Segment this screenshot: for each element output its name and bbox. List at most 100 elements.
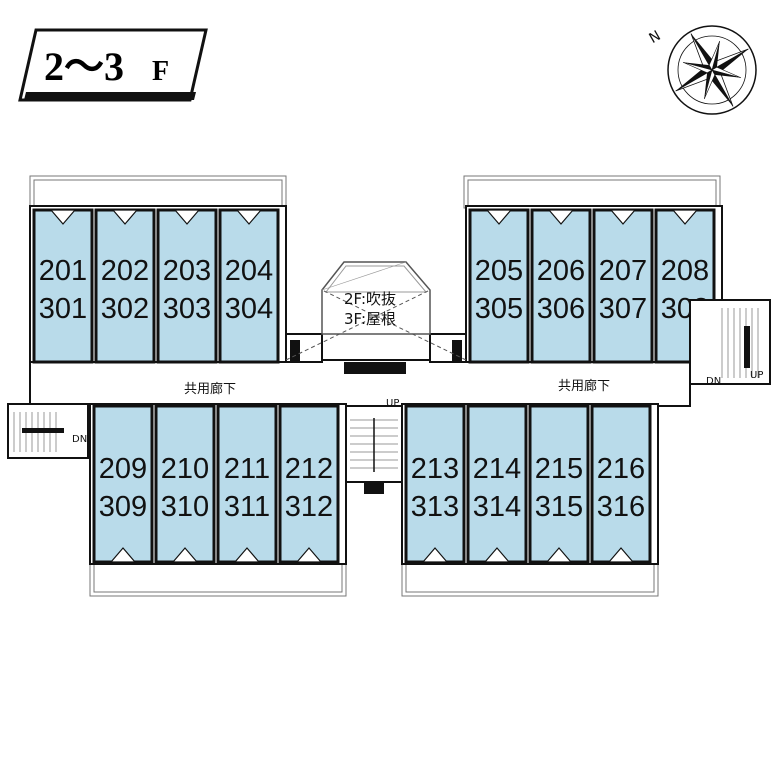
room-number-2f: 215 [535,453,583,485]
room-number-3f: 303 [163,293,211,325]
compass-north-label: N [647,28,664,47]
room-number-2f: 210 [161,453,209,485]
room-shape [154,404,216,564]
room-shape [92,404,154,564]
room-number-2f: 211 [224,453,270,485]
window-icon [109,547,137,563]
stairs-east-dn-label: DN [706,376,721,387]
window-icon [483,547,511,563]
room-number-2f: 205 [475,255,523,287]
room-shape [216,404,278,564]
balconies-south [89,561,659,597]
room-number-2f: 209 [99,453,147,485]
room-number-3f: 309 [99,491,147,523]
floor-label-number: 2～3 [44,44,124,89]
central-core [344,362,406,374]
room-number-3f: 316 [597,491,645,523]
room-number-3f: 315 [535,491,583,523]
corridor-label-west: 共用廊下 [184,381,236,397]
room-number-2f: 202 [101,255,149,287]
room-number-3f: 312 [285,491,333,523]
window-icon [545,547,573,563]
atrium: 2F:吹抜 3F:屋根 [285,261,467,361]
window-icon [609,209,637,225]
room-number-2f: 216 [597,453,645,485]
window-icon [295,547,323,563]
room-shape [32,208,94,364]
stairs-west: DN [7,403,89,459]
floor-label: 2～3 F [18,28,208,102]
room-number-2f: 204 [225,255,273,287]
room-number-3f: 302 [101,293,149,325]
stairs-east: DN UP [689,299,771,387]
room-shape [590,404,652,564]
window-icon [49,209,77,225]
window-icon [233,547,261,563]
room-number-3f: 305 [475,293,523,325]
stairs-center-up-label: UP [386,398,399,409]
room-number-2f: 214 [473,453,521,485]
room-number-2f: 201 [39,255,87,287]
room-number-2f: 203 [163,255,211,287]
room-shape [404,404,466,564]
room-shape [94,208,156,364]
room-number-3f: 313 [411,491,459,523]
floor-label-unit: F [152,56,169,87]
room-number-3f: 304 [225,293,273,325]
compass-rose-icon: N [647,25,757,115]
stairs-east-up-label: UP [750,370,763,381]
window-icon [607,547,635,563]
room-number-2f: 208 [661,255,709,287]
room-number-2f: 207 [599,255,647,287]
window-icon [547,209,575,225]
stairs-center: UP [345,398,403,494]
room-shape [278,404,340,564]
atrium-note-3f: 3F:屋根 [344,310,396,328]
window-icon [671,209,699,225]
window-icon [485,209,513,225]
room-number-3f: 307 [599,293,647,325]
room-number-3f: 314 [473,491,521,523]
room-shape [218,208,280,364]
room-shape [156,208,218,364]
atrium-note-2f: 2F:吹抜 [344,290,396,308]
corridor-label-east: 共用廊下 [558,378,610,394]
room-number-3f: 311 [224,491,270,523]
room-number-3f: 310 [161,491,209,523]
room-number-2f: 206 [537,255,585,287]
window-icon [173,209,201,225]
room-number-3f: 301 [39,293,87,325]
room-number-2f: 213 [411,453,459,485]
room-shape [592,208,654,364]
stairs-west-dn-label: DN [72,434,87,445]
room-number-2f: 212 [285,453,333,485]
window-icon [171,547,199,563]
window-icon [235,209,263,225]
room-number-3f: 306 [537,293,585,325]
window-icon [111,209,139,225]
floor-label-shadow [24,92,196,100]
window-icon [421,547,449,563]
balconies-north [29,175,721,209]
room-shape [466,404,528,564]
